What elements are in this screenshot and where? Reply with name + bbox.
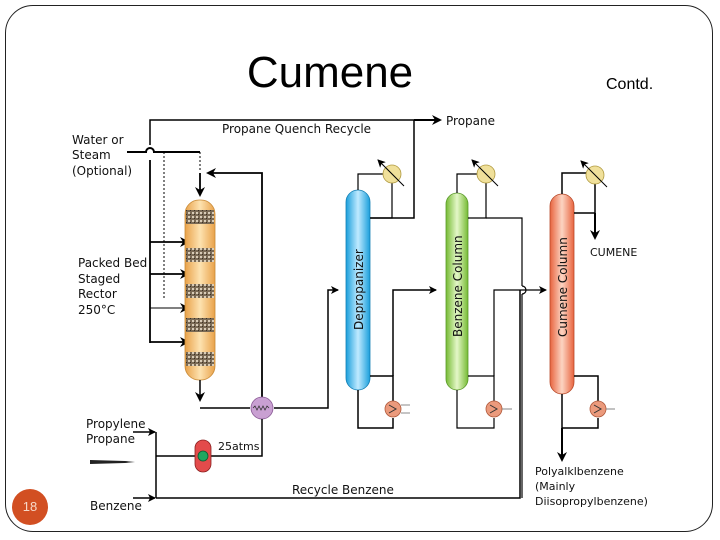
feed-pump — [194, 439, 212, 473]
label-propane-out: Propane — [446, 114, 495, 128]
label-reactor-4: 250°C — [78, 303, 115, 317]
slide-title: Cumene — [246, 48, 414, 97]
label-recycle-benzene: Recycle Benzene — [292, 483, 394, 497]
slide-subtitle: Contd. — [606, 76, 654, 93]
feed-lines — [133, 290, 521, 502]
label-poly-2: (Mainly — [535, 480, 576, 493]
label-water-steam-1: Water or — [72, 133, 124, 147]
label-benzene-column: Benzene Column — [451, 235, 465, 337]
benzene-column-overhead — [456, 173, 523, 498]
label-poly-3: Diisopropylbenzene) — [535, 495, 648, 508]
cumene-column-reboiler — [589, 400, 615, 418]
benzene-column-bottoms — [456, 286, 547, 429]
packed-bed-reactor — [184, 199, 216, 381]
slide-frame — [5, 5, 713, 532]
label-propylene: Propylene — [86, 417, 145, 431]
benzene-column-condenser — [471, 159, 499, 187]
page-number-badge: 18 — [12, 489, 48, 525]
feed-arrow-icon — [90, 460, 135, 464]
label-propane-quench-recycle: Propane Quench Recycle — [222, 122, 371, 136]
label-pressure: 25atms — [218, 440, 260, 453]
label-reactor-1: Packed Bed — [78, 256, 147, 270]
label-reactor-2: Staged — [78, 272, 120, 286]
heat-exchanger — [250, 396, 274, 420]
label-cumene-column: Cumene Column — [556, 237, 570, 337]
label-depropanizer: Depropanizer — [352, 249, 366, 330]
depropanizer-condenser — [377, 159, 405, 187]
label-reactor-3: Rector — [78, 287, 117, 301]
label-poly-1: Polyalklbenzene — [535, 465, 624, 478]
reactor-outlet-line — [195, 286, 339, 409]
label-benzene: Benzene — [90, 499, 142, 513]
benzene-column-reboiler — [485, 400, 512, 418]
label-cumene-product: CUMENE — [590, 246, 637, 259]
label-propane-feed: Propane — [86, 432, 135, 446]
depropanizer-overhead — [357, 173, 393, 219]
propane-quench-recycle-line — [149, 115, 442, 219]
cumene-column-bottoms — [557, 375, 599, 462]
label-water-steam-3: (Optional) — [72, 164, 132, 178]
depropanizer-reboiler — [384, 400, 410, 418]
cumene-column-overhead — [561, 172, 600, 240]
label-water-steam-2: Steam — [72, 148, 111, 162]
reactor-top-feed-line — [195, 168, 263, 400]
depropanizer-bottoms — [357, 286, 437, 429]
cumene-column-condenser — [580, 160, 608, 188]
